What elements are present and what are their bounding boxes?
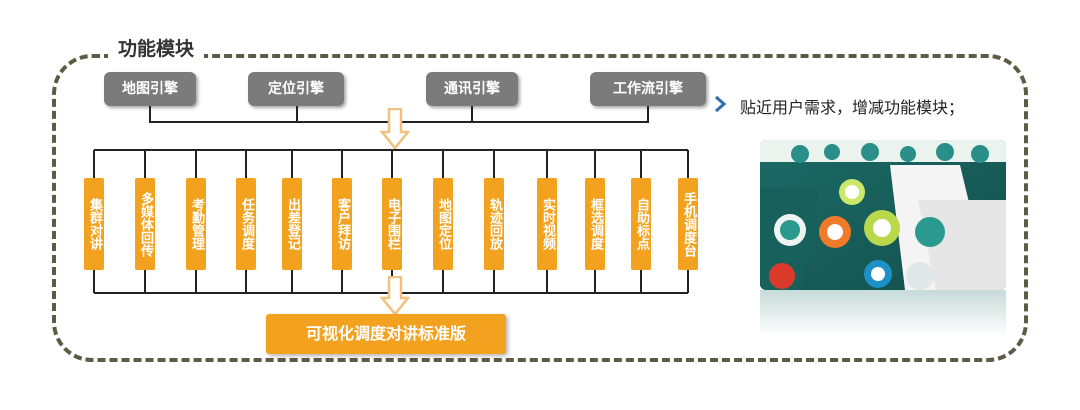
connector-line bbox=[149, 106, 151, 122]
module-connector-bottom bbox=[640, 270, 642, 293]
module-connector-top bbox=[391, 150, 393, 178]
module-item: 框选调度 bbox=[585, 178, 605, 270]
module-item: 出差登记 bbox=[282, 178, 302, 270]
module-connector-top bbox=[245, 150, 247, 178]
module-connector-top bbox=[291, 150, 293, 178]
module-connector-bottom bbox=[245, 270, 247, 293]
module-connector-top bbox=[594, 150, 596, 178]
engine-location: 定位引擎 bbox=[248, 72, 344, 106]
module-connector-bottom bbox=[442, 270, 444, 293]
module-connector-bottom bbox=[687, 270, 689, 293]
tagline: 贴近用户需求，增减功能模块； bbox=[740, 98, 965, 117]
module-connector-bottom bbox=[291, 270, 293, 293]
module-connector-bottom bbox=[341, 270, 343, 293]
module-connector-bottom bbox=[144, 270, 146, 293]
module-connector-top bbox=[687, 150, 689, 178]
module-connector-top bbox=[493, 150, 495, 178]
module-item: 客户拜访 bbox=[332, 178, 352, 270]
engine-communication: 通讯引擎 bbox=[426, 72, 518, 106]
module-item: 手机调度台 bbox=[678, 178, 698, 270]
module-item: 集群对讲 bbox=[84, 178, 104, 270]
module-connector-top bbox=[144, 150, 146, 178]
module-item: 自助标点 bbox=[631, 178, 651, 270]
connector-line bbox=[296, 106, 298, 122]
section-title: 功能模块 bbox=[108, 34, 205, 61]
engine-map: 地图引擎 bbox=[104, 72, 196, 106]
connector-line bbox=[471, 106, 473, 122]
standard-edition-label: 可视化调度对讲标准版 bbox=[266, 314, 506, 354]
module-connector-top bbox=[341, 150, 343, 178]
chevron-right-icon bbox=[715, 95, 727, 113]
module-connector-top bbox=[640, 150, 642, 178]
down-arrow-icon bbox=[380, 108, 410, 150]
module-item: 轨迹回放 bbox=[484, 178, 504, 270]
module-connector-bottom bbox=[195, 270, 197, 293]
module-item: 实时视频 bbox=[537, 178, 557, 270]
photo-reflection bbox=[760, 290, 1006, 336]
module-connector-top bbox=[195, 150, 197, 178]
module-item: 考勤管理 bbox=[186, 178, 206, 270]
module-item: 任务调度 bbox=[236, 178, 256, 270]
engine-workflow: 工作流引擎 bbox=[590, 72, 706, 106]
module-connector-top bbox=[546, 150, 548, 178]
module-connector-top bbox=[442, 150, 444, 178]
module-item: 多媒体回传 bbox=[135, 178, 155, 270]
down-arrow-icon bbox=[380, 276, 410, 316]
module-connector-bottom bbox=[493, 270, 495, 293]
module-item: 地图定位 bbox=[433, 178, 453, 270]
module-connector-top bbox=[93, 150, 95, 178]
module-connector-bottom bbox=[546, 270, 548, 293]
module-frame bbox=[52, 54, 1028, 362]
connector-line bbox=[647, 106, 649, 122]
module-connector-bottom bbox=[93, 270, 95, 293]
module-item: 电子围栏 bbox=[382, 178, 402, 270]
map-pins-photo bbox=[760, 140, 1006, 290]
module-connector-bottom bbox=[594, 270, 596, 293]
